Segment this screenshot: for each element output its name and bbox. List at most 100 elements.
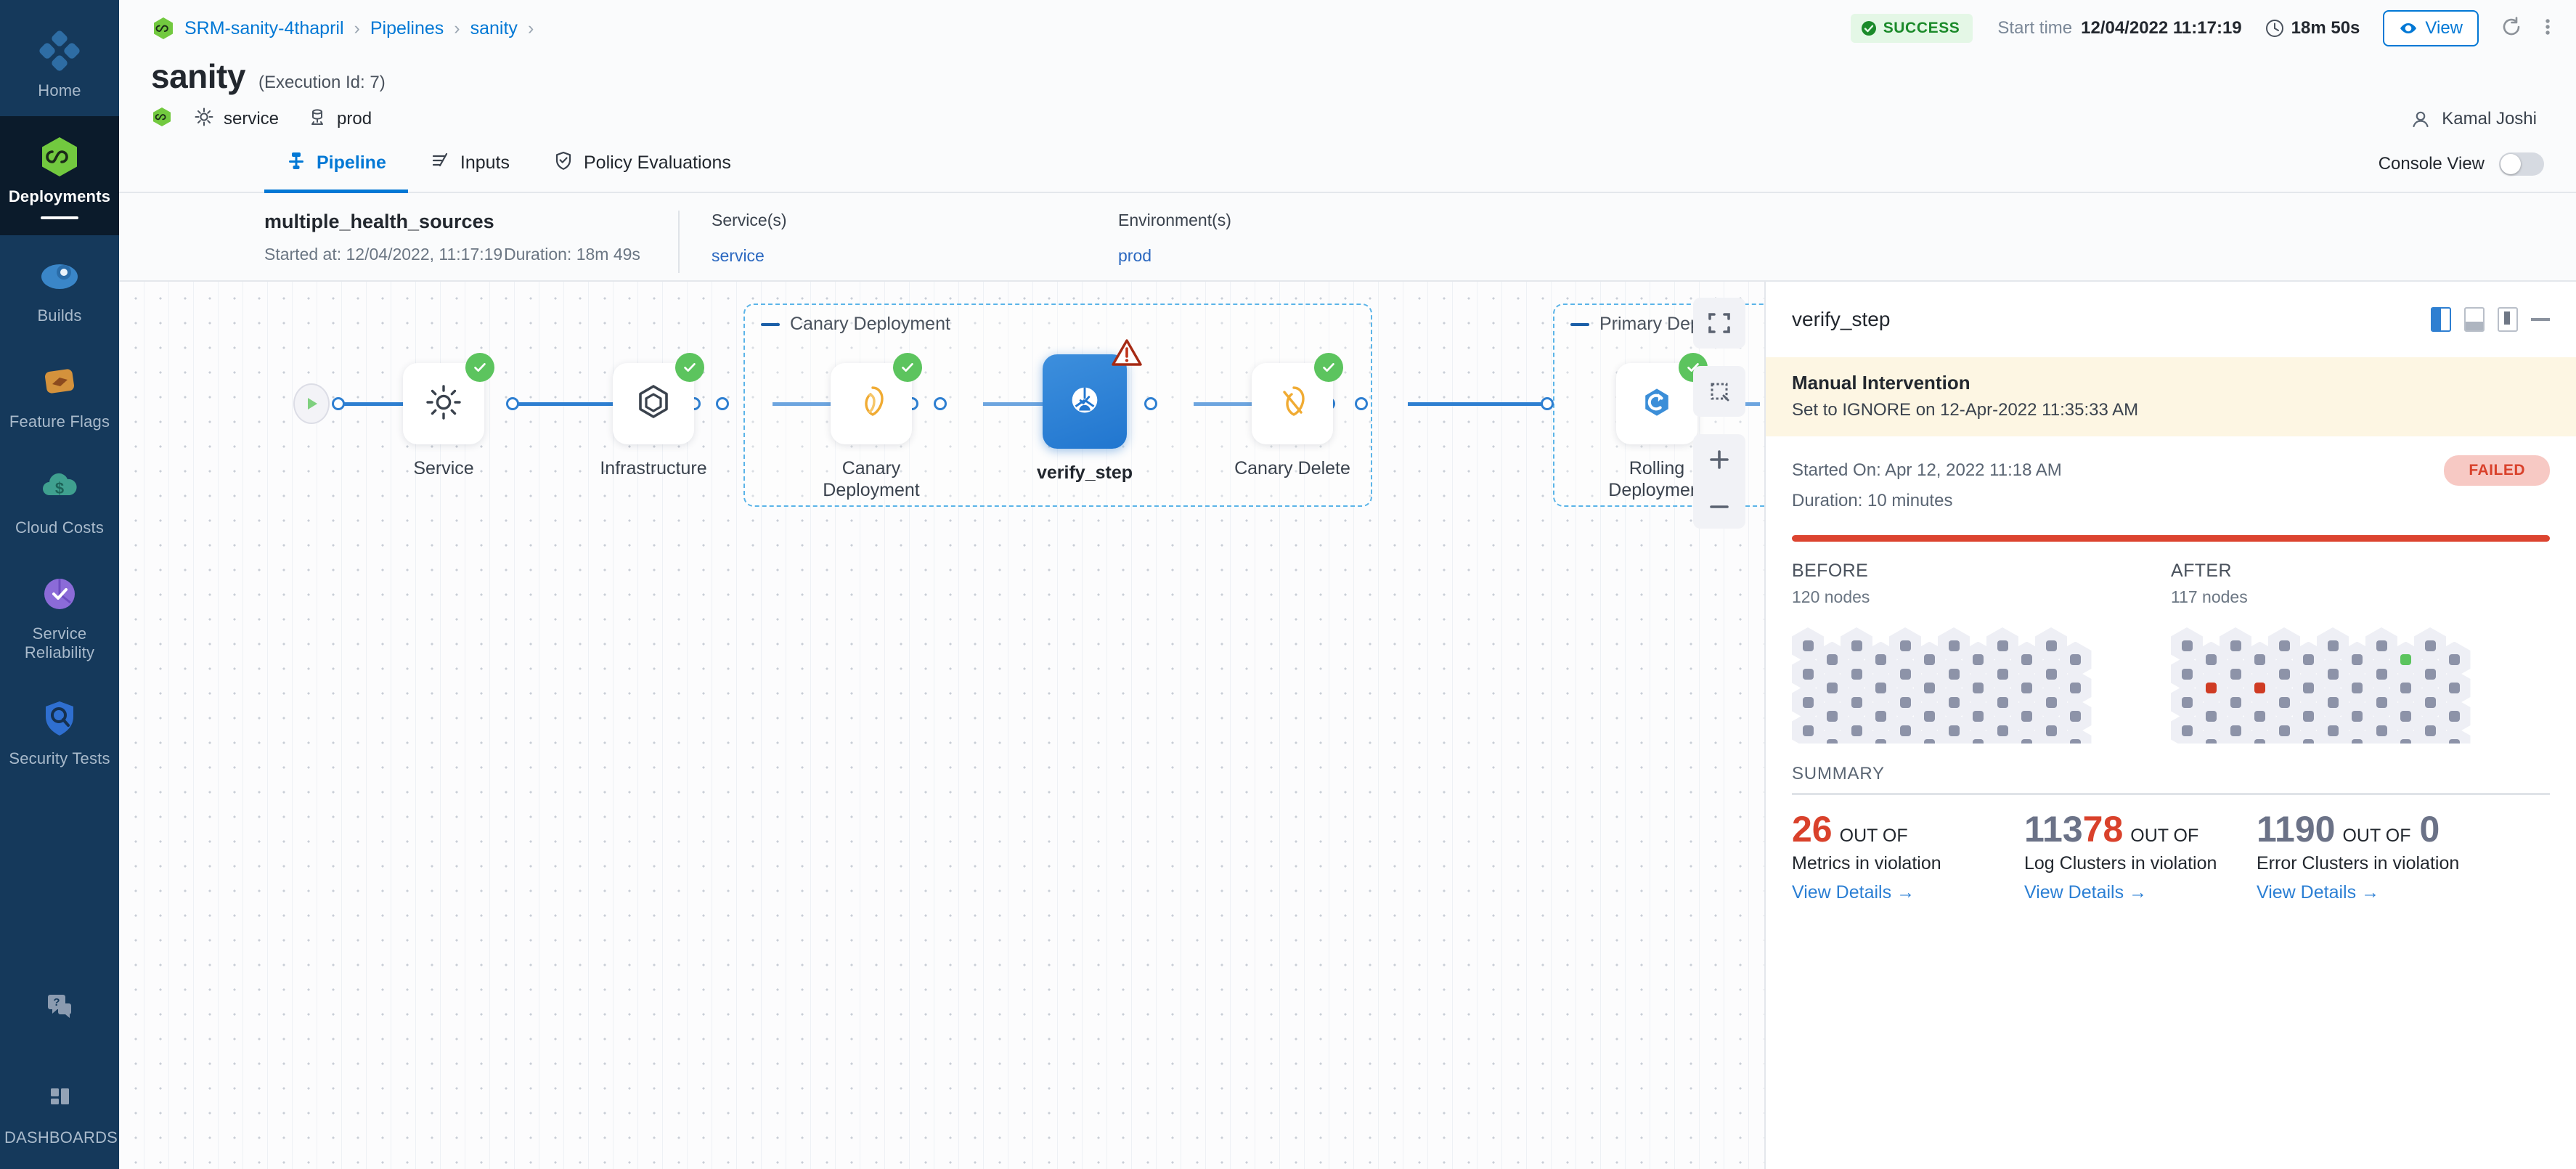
edge-port <box>1355 397 1368 410</box>
tab-label: Policy Evaluations <box>583 152 731 173</box>
hex-node[interactable] <box>1889 741 1921 744</box>
sidebar-item-service-reliability[interactable]: Service Reliability <box>0 553 119 678</box>
hex-node[interactable] <box>2220 656 2251 692</box>
node-box[interactable] <box>613 353 704 444</box>
graph-node-canary-deployment[interactable]: Canary Deployment <box>823 353 940 501</box>
node-label: Service <box>413 458 474 478</box>
zoom-out-button[interactable] <box>1693 485 1745 529</box>
hex-node[interactable] <box>2438 726 2471 744</box>
hex-node[interactable] <box>1816 726 1849 744</box>
tab-policy-evaluations[interactable]: Policy Evaluations <box>531 137 753 193</box>
graph-node-service[interactable]: Service <box>403 353 513 479</box>
more-vertical-icon[interactable] <box>2544 16 2551 41</box>
hex-shape <box>2365 741 2397 744</box>
hex-node[interactable] <box>1938 741 1970 744</box>
before-hex-grid[interactable] <box>1792 627 2171 744</box>
verification-progress-bar <box>1792 535 2550 542</box>
hex-node[interactable] <box>2220 741 2251 744</box>
hex-node[interactable] <box>1864 726 1897 744</box>
hex-status-dot <box>1827 739 1838 744</box>
node-box[interactable] <box>1043 339 1142 449</box>
sidebar-item-home[interactable]: Home <box>0 10 119 116</box>
hex-status-dot <box>2021 683 2032 693</box>
sidebar-item-cloud-costs[interactable]: $ Cloud Costs <box>0 447 119 553</box>
breadcrumb-item-project[interactable]: SRM-sanity-4thapril <box>184 17 344 38</box>
split-left-icon[interactable] <box>2431 307 2451 332</box>
environments-value[interactable]: prod <box>1118 246 1152 265</box>
hex-status-dot <box>2352 739 2363 744</box>
hex-node[interactable] <box>1986 741 2018 744</box>
sidebar-item-security-tests[interactable]: Security Tests <box>0 678 119 784</box>
tab-pipeline[interactable]: Pipeline <box>264 137 408 193</box>
hex-node[interactable] <box>2414 712 2446 744</box>
hex-node[interactable] <box>2268 741 2300 744</box>
title-block: sanity (Execution Id: 7) service <box>119 57 2576 137</box>
hex-node[interactable] <box>2171 741 2203 744</box>
logs-view-details-link[interactable]: View Details → <box>2024 882 2147 903</box>
manual-intervention-title: Manual Intervention <box>1792 372 1970 394</box>
sidebar-item-deployments[interactable]: Deployments <box>0 116 119 235</box>
run-info: Started On: Apr 12, 2022 11:18 AM Durati… <box>1792 455 2062 516</box>
sidebar-item-builds[interactable]: Builds <box>0 235 119 341</box>
split-right-icon[interactable] <box>2498 307 2518 332</box>
graph-node-canary-delete[interactable]: Canary Delete <box>1234 353 1361 479</box>
hex-shape <box>1889 741 1921 744</box>
panel-view-controls <box>2431 307 2550 332</box>
hex-status-dot <box>2352 654 2363 665</box>
logs-value-part1: 113 <box>2024 809 2083 850</box>
breadcrumb-item-pipelines[interactable]: Pipelines <box>370 17 444 38</box>
node-box[interactable] <box>403 353 494 444</box>
pipeline-start-node[interactable] <box>293 383 330 424</box>
graph-node-rolling-deployment[interactable]: Rolling Deployment <box>1608 353 1726 501</box>
after-column: AFTER 117 nodes <box>2171 561 2550 744</box>
hex-node[interactable] <box>2341 726 2373 744</box>
collapse-dash-icon[interactable] <box>761 322 780 326</box>
help-button[interactable]: ? <box>0 966 119 1057</box>
fit-to-screen-button[interactable] <box>1693 298 1745 349</box>
collapse-dash-icon[interactable] <box>1570 322 1589 326</box>
stage-started-at: Started at: 12/04/2022, 11:17:19 <box>264 245 503 264</box>
hex-node[interactable] <box>2389 726 2422 744</box>
refresh-icon[interactable] <box>2500 16 2522 41</box>
minimize-icon[interactable] <box>2531 318 2550 321</box>
hex-node[interactable] <box>1913 726 1946 744</box>
hex-shape <box>2268 741 2300 744</box>
hex-node[interactable] <box>2317 741 2349 744</box>
hex-node[interactable] <box>2292 726 2325 744</box>
hex-node[interactable] <box>2365 741 2397 744</box>
user-chip[interactable]: Kamal Joshi <box>2410 108 2544 130</box>
view-button[interactable]: View <box>2383 10 2479 46</box>
hex-node[interactable] <box>2010 726 2043 744</box>
metrics-view-details-link[interactable]: View Details → <box>1792 882 1915 903</box>
node-box[interactable] <box>831 353 922 444</box>
node-box[interactable] <box>1616 353 1708 444</box>
edge-port <box>332 397 345 410</box>
zoom-in-button[interactable] <box>1693 434 1745 485</box>
node-box[interactable] <box>1252 353 1343 444</box>
hex-status-dot <box>1997 725 2008 736</box>
hex-node[interactable] <box>1841 741 1872 744</box>
graph-node-infrastructure[interactable]: Infrastructure <box>600 353 722 479</box>
select-area-button[interactable] <box>1693 366 1745 417</box>
console-view-toggle[interactable] <box>2499 152 2544 176</box>
split-bottom-icon[interactable] <box>2464 307 2485 332</box>
hex-node[interactable] <box>1792 741 1824 744</box>
services-value[interactable]: service <box>712 246 765 265</box>
sidebar-item-dashboards[interactable]: DASHBOARDS <box>0 1057 119 1169</box>
hex-node[interactable] <box>2414 741 2446 744</box>
sidebar-item-feature-flags[interactable]: Feature Flags <box>0 341 119 447</box>
tab-inputs[interactable]: Inputs <box>408 137 531 193</box>
after-hex-grid[interactable] <box>2171 627 2550 744</box>
pipeline-canvas[interactable]: Canary Deployment Primary Deploy... <box>119 282 1764 1169</box>
graph-node-verify-step[interactable]: verify_step <box>1037 339 1154 484</box>
hex-node[interactable] <box>2195 726 2227 744</box>
errors-view-details-link[interactable]: View Details → <box>2257 882 2379 903</box>
hex-node[interactable] <box>2059 726 2092 744</box>
eye-icon <box>2400 23 2417 33</box>
summary-heading: SUMMARY <box>1792 764 1885 783</box>
hex-node[interactable] <box>2243 726 2276 744</box>
breadcrumb-item-sanity[interactable]: sanity <box>470 17 518 38</box>
hex-node[interactable] <box>1962 726 1994 744</box>
hex-node[interactable] <box>2035 741 2067 744</box>
